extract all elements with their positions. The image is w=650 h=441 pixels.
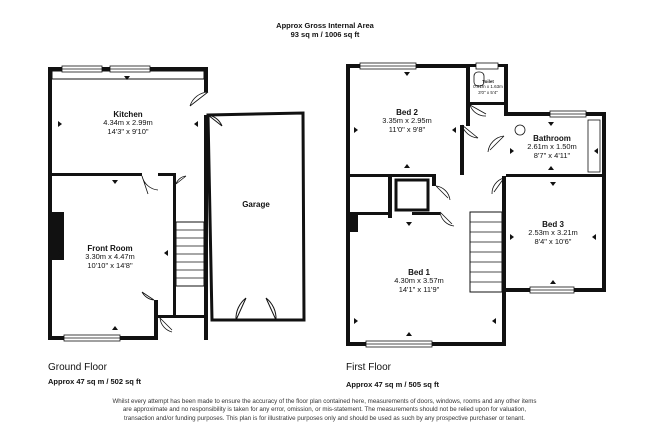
- room-front-room: Front Room 3.30m x 4.47m 10'10" x 14'8": [85, 244, 135, 270]
- room-imperial: 8'4" x 10'6": [534, 236, 572, 246]
- ground-windows: [61, 65, 151, 342]
- ground-doors: [141, 91, 209, 333]
- ground-floor-area: Approx 47 sq m / 502 sq ft: [48, 377, 141, 386]
- ground-floor-title: Ground Floor: [48, 362, 107, 373]
- first-windows: [359, 62, 587, 348]
- bathroom-fixtures: [473, 71, 601, 173]
- room-kitchen: Kitchen 4.34m x 2.99m 14'3" x 9'10": [103, 110, 153, 136]
- room-metric: 3.30m x 4.47m: [85, 252, 135, 262]
- room-name: Bed 3: [542, 220, 564, 229]
- first-floor-area: Approx 47 sq m / 505 sq ft: [346, 380, 439, 389]
- room-name: Bed 1: [408, 268, 430, 277]
- room-name: Bed 2: [396, 108, 418, 117]
- room-name: Front Room: [87, 244, 133, 253]
- room-imperial: 3'0" x 5'4": [478, 89, 498, 95]
- room-bed-3: Bed 3 2.53m x 3.21m 8'4" x 10'6": [528, 220, 578, 246]
- room-metric: 2.61m x 1.50m: [527, 142, 577, 152]
- ground-stair-treads: [176, 229, 204, 279]
- first-floor-title: First Floor: [346, 362, 391, 373]
- ground-floor-walls: [48, 67, 208, 340]
- room-metric: 2.53m x 3.21m: [528, 228, 578, 238]
- first-doors: [435, 104, 505, 227]
- room-imperial: 10'10" x 14'8": [87, 260, 133, 270]
- first-floor-walls: [346, 64, 606, 346]
- room-name: Bathroom: [533, 134, 571, 143]
- room-metric: 3.35m x 2.95m: [382, 116, 432, 126]
- garage-walls: [206, 111, 306, 322]
- first-stair-treads: [470, 221, 502, 283]
- header-gross-area-label: Approx Gross Internal Area: [276, 21, 374, 30]
- room-metric: 0.91m x 1.63m: [473, 84, 503, 90]
- room-imperial: 8'7" x 4'11": [533, 150, 571, 160]
- room-bed-2: Bed 2 3.35m x 2.95m 11'0" x 9'8": [382, 108, 432, 134]
- room-imperial: 14'3" x 9'10": [107, 126, 149, 136]
- room-name: Toilet: [482, 79, 494, 84]
- dimension-markers: [58, 72, 598, 336]
- room-toilet: Toilet 0.91m x 1.63m 3'0" x 5'4": [473, 79, 503, 95]
- header-gross-area-value: 93 sq m / 1006 sq ft: [290, 30, 360, 39]
- room-bathroom: Bathroom 2.61m x 1.50m 8'7" x 4'11": [527, 134, 577, 160]
- disclaimer-text: Whilst every attempt has been made to en…: [112, 398, 537, 422]
- room-name: Garage: [242, 200, 270, 209]
- room-imperial: 14'1" x 11'9": [398, 284, 440, 294]
- room-name: Kitchen: [113, 110, 143, 119]
- room-garage: Garage: [242, 200, 270, 209]
- room-metric: 4.30m x 3.57m: [394, 276, 444, 286]
- room-imperial: 11'0" x 9'8": [388, 124, 426, 134]
- room-bed-1: Bed 1 4.30m x 3.57m 14'1" x 11'9": [394, 268, 444, 294]
- room-metric: 4.34m x 2.99m: [103, 118, 153, 128]
